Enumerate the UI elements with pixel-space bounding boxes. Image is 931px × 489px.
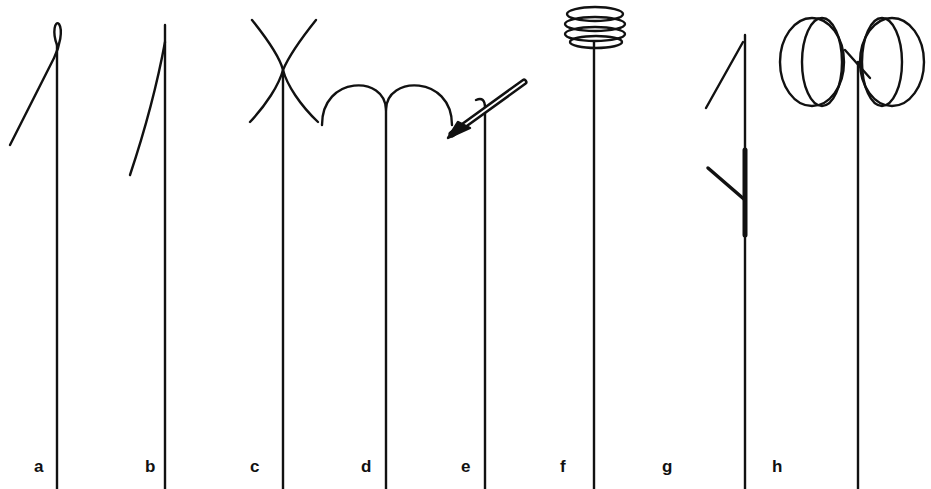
- wire-d: [322, 85, 452, 489]
- panel-letter: b: [145, 458, 155, 475]
- panel-letter: h: [772, 458, 782, 475]
- wire-g: [706, 35, 745, 489]
- panel-letter: e: [461, 458, 470, 475]
- panel-letter: a: [34, 458, 43, 475]
- panel-letter: d: [361, 458, 371, 475]
- wire-b: [130, 25, 165, 489]
- wire-c: [250, 20, 318, 489]
- wire-f: [565, 7, 625, 489]
- wire-a: [10, 23, 61, 489]
- panel-letter: c: [250, 458, 259, 475]
- panel-letter: g: [662, 458, 672, 475]
- wire-h: [780, 18, 924, 489]
- panel-letter: f: [560, 458, 566, 475]
- wire-e: [448, 82, 524, 489]
